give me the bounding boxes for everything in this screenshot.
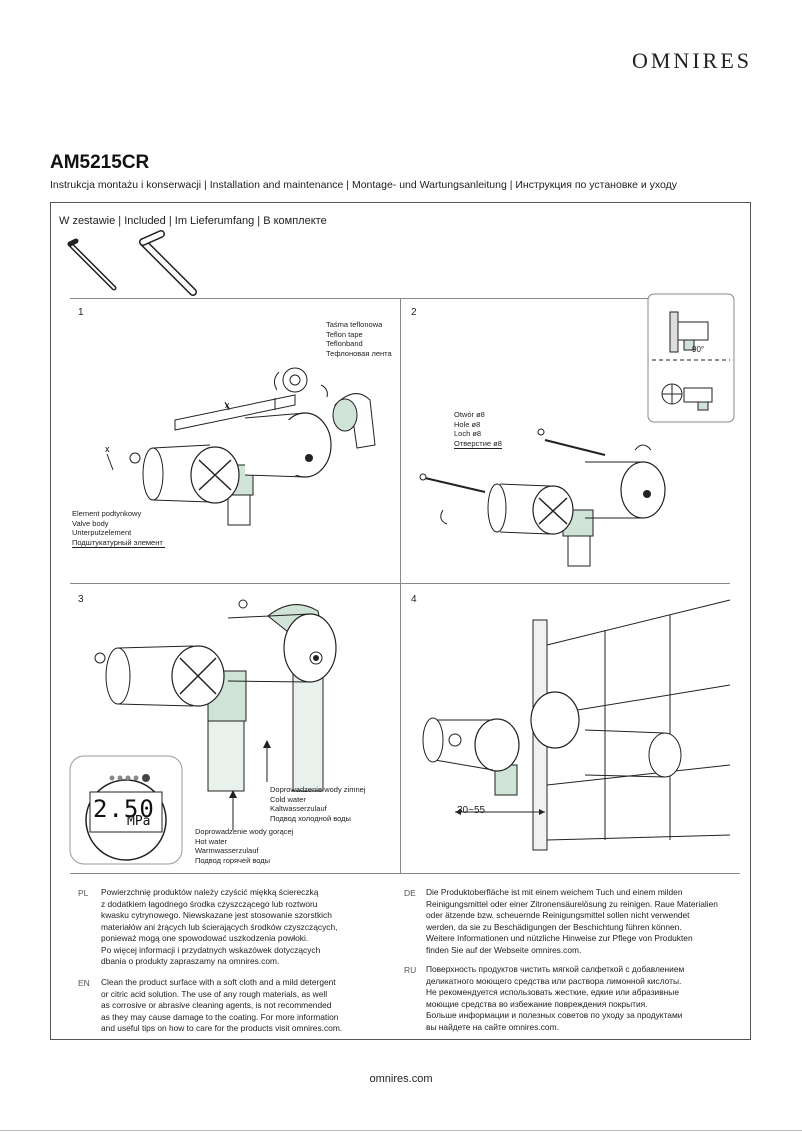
text-line: kwasku cytrynowego. Niewskazane jest sto… [101, 910, 332, 920]
section-divider [400, 298, 401, 873]
section-divider [70, 583, 730, 584]
label-underline [454, 448, 502, 449]
step1-illustration: x x [105, 367, 376, 526]
text-line: Die Produktoberfläche ist mit einem weic… [426, 887, 683, 897]
teflon-tape-label: Taśma teflonowa Teflon tape Teflonband Т… [326, 320, 392, 358]
hot-water-label-pl: Doprowadzenie wody gorącej [195, 827, 294, 836]
text-line: Поверхность продуктов чистить мягкой сал… [426, 964, 685, 974]
hot-water-label-de: Warmwasserzulauf [195, 846, 259, 855]
teflon-label-ru: Тефлоновая лента [326, 348, 392, 358]
hole-label: Otwór ø8 Hole ø8 Loch ø8 Отверстие ø8 [454, 410, 502, 448]
valve-body-label-ru: Подштукатурный элемент [72, 537, 163, 547]
brand-logo: OMNIRES [631, 48, 752, 73]
text-line: oder ätzende bzw. scheuernde Reinigungsm… [426, 910, 690, 920]
text-line: materiałów ani żrących lub ścierających … [101, 921, 338, 932]
hole-label-ru: Отверстие ø8 [454, 438, 502, 448]
cold-water-label-en: Cold water [270, 794, 306, 804]
lang-code-ru: RU [404, 965, 417, 975]
page-bottom-rule [0, 1130, 802, 1131]
text-line: ponieważ mogą one spowodować uszkodzenia… [101, 933, 309, 943]
valve-body-label-de: Unterputzelement [72, 528, 132, 537]
text-line: Po więcej informacji i przydatnych wskaz… [101, 944, 321, 955]
text-line: Powierzchnię produktów należy czyścić mi… [101, 887, 319, 897]
lang-code-pl: PL [78, 888, 89, 898]
step-number: 2 [411, 307, 417, 318]
svg-text:x: x [225, 400, 230, 410]
hot-water-label: Doprowadzenie wody gorącej Hot water War… [195, 827, 293, 865]
teflon-label-de: Teflonband [326, 339, 363, 348]
valve-body-label: Element podtynkowy Valve body Unterputze… [72, 509, 163, 547]
hole-label-de: Loch ø8 [454, 429, 482, 438]
text-line: Weitere Informationen und nützliche Hinw… [426, 933, 693, 943]
cold-water-label: Doprowadzenie wody zimnej Cold water Kal… [270, 785, 365, 823]
text-line: as they may cause damage to the coating.… [101, 1011, 339, 1022]
arrow-icon [263, 740, 271, 782]
text-line: Reinigungsmittel oder einer Zitronensäur… [426, 898, 718, 909]
cold-water-label-ru: Подвод холодной воды [270, 813, 351, 823]
text-line: and useful tips on how to care for the p… [101, 1023, 343, 1033]
hole-label-pl: Otwór ø8 [454, 410, 485, 419]
text-line: моющие средства во избежание повреждения… [426, 998, 648, 1009]
included-title: W zestawie | Included | Im Lieferumfang … [59, 215, 327, 227]
maintenance-text-pl: Powierzchnię produktów należy czyścić mi… [101, 887, 337, 968]
label-underline [72, 547, 165, 548]
teflon-label-en: Teflon tape [326, 329, 363, 339]
model-number: AM5215CR [50, 152, 150, 173]
valve-body-label-en: Valve body [72, 518, 109, 528]
depth-dimension: 30~55 [457, 805, 486, 816]
document-subtitle: Instrukcja montażu i konserwacji | Insta… [50, 179, 678, 191]
pressure-gauge-inset [69, 755, 183, 865]
section-divider [70, 873, 740, 874]
step-number: 3 [78, 594, 84, 605]
text-line: or citric acid solution. The use of any … [101, 988, 328, 999]
hot-water-label-en: Hot water [195, 836, 228, 846]
text-line: werden, da sie zu Beschädigungen der Bes… [426, 921, 682, 932]
hot-water-label-ru: Подвод горячей воды [195, 855, 271, 865]
hex-key-small-icon [67, 238, 117, 291]
arrow-icon [229, 790, 237, 830]
step-number: 1 [78, 307, 84, 318]
text-line: вы найдете на сайте omnires.com. [426, 1021, 559, 1032]
text-line: z dodatkiem łagodnego środka czyszcząceg… [101, 898, 318, 909]
teflon-label-pl: Taśma teflonowa [326, 320, 383, 329]
gauge-unit: MPa [127, 814, 151, 829]
text-line: as corrosive or abrasive cleaning agents… [101, 1000, 332, 1010]
step-number: 4 [411, 594, 417, 605]
text-line: Больше информации и полезных советов по … [426, 1010, 683, 1020]
maintenance-text-ru: Поверхность продуктов чистить мягкой сал… [426, 964, 684, 1033]
step4-illustration [422, 599, 731, 851]
text-line: Не рекомендуется использовать жесткие, е… [426, 987, 679, 997]
cold-water-label-pl: Doprowadzenie wody zimnej [270, 785, 366, 794]
maintenance-text-en: Clean the product surface with a soft cl… [101, 977, 342, 1035]
text-line: деликатного моющего средства или раствор… [426, 975, 682, 986]
angle-label: 90° [692, 345, 705, 354]
step2-illustration [419, 428, 666, 567]
valve-body-label-pl: Element podtynkowy [72, 509, 142, 518]
hole-label-en: Hole ø8 [454, 419, 481, 429]
instruction-frame [50, 202, 751, 1040]
svg-text:x: x [105, 444, 110, 454]
hex-key-large-icon [139, 230, 197, 296]
text-line: finden Sie auf der Webseite omnires.com. [426, 944, 582, 955]
step2-inset [647, 293, 735, 423]
text-line: Clean the product surface with a soft cl… [101, 977, 336, 987]
footer-url: omnires.com [369, 1073, 433, 1085]
text-line: dbania o produkty zapraszamy na omnires.… [101, 956, 280, 966]
step3-illustration [94, 599, 337, 792]
lang-code-de: DE [404, 888, 416, 898]
lang-code-en: EN [78, 978, 90, 988]
cold-water-label-de: Kaltwasserzulauf [270, 804, 327, 813]
gauge-value: 2.50 [93, 795, 155, 823]
maintenance-text-de: Die Produktoberfläche ist mit einem weic… [426, 887, 718, 956]
